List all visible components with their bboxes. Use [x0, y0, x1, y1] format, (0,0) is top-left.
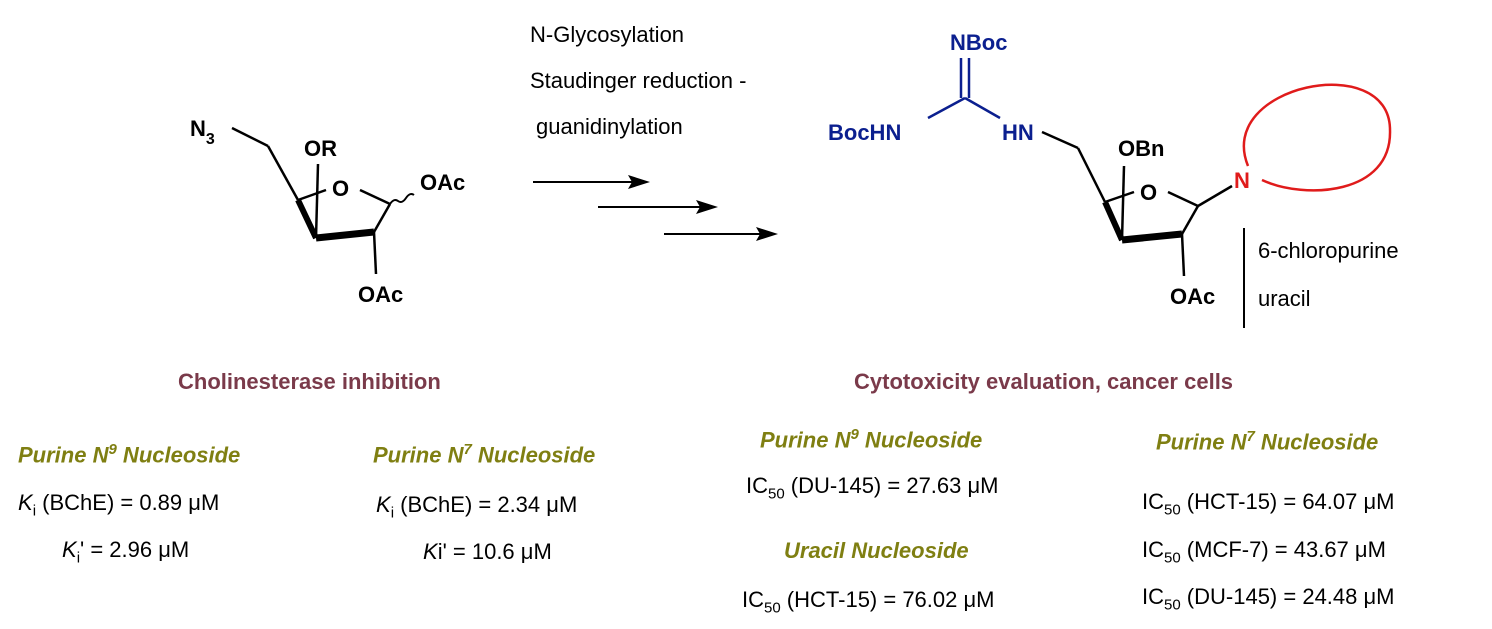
reaction-conditions: N-Glycosylation Staudinger reduction - g…	[530, 22, 778, 241]
bond	[297, 188, 327, 202]
wavy-bond	[389, 193, 415, 205]
product-structure: NBoc BocHN HN O OBn OAc N 6-chloropurine…	[828, 30, 1399, 328]
bond	[1104, 190, 1135, 204]
base-option: uracil	[1258, 286, 1311, 311]
ki-prime-value: Ki' = 10.6 μM	[423, 539, 552, 564]
bond	[1120, 165, 1126, 241]
bond	[1076, 147, 1107, 203]
bond	[266, 145, 300, 201]
ki-value: Ki (BChE) = 0.89 μM	[18, 490, 220, 520]
uracil-nucleoside-title: Uracil Nucleoside	[784, 538, 969, 563]
condition-line-3: guanidinylation	[536, 114, 683, 139]
bond	[1121, 230, 1183, 244]
ic50-value: IC50 (HCT-15) = 64.07 μM	[1142, 489, 1395, 519]
ic50-value: IC50 (DU-145) = 27.63 μM	[746, 473, 999, 503]
ic50-value: IC50 (DU-145) = 24.48 μM	[1142, 584, 1395, 614]
oac-anomeric-label: OAc	[420, 170, 465, 195]
condition-line-2: Staudinger reduction -	[530, 68, 746, 93]
reactant-structure: N3 O OR OAc OAc	[190, 116, 465, 307]
bond	[372, 231, 378, 275]
bond	[315, 228, 375, 242]
ring-oxygen: O	[332, 176, 349, 201]
n9-nucleoside-title: Purine N9 Nucleoside	[18, 441, 241, 468]
bochn-label: BocHN	[828, 120, 901, 145]
cholinesterase-heading: Cholinesterase inhibition	[178, 369, 441, 394]
obn-label: OBn	[1118, 136, 1164, 161]
bond	[1167, 190, 1199, 208]
nucleobase-n-label: N	[1234, 168, 1250, 193]
oac-label: OAc	[1170, 284, 1215, 309]
bond	[927, 96, 966, 120]
ring-oxygen: O	[1140, 180, 1157, 205]
arrow	[598, 200, 718, 214]
bond	[372, 203, 392, 233]
n9-nucleoside-title: Purine N9 Nucleoside	[760, 426, 983, 453]
n7-nucleoside-title: Purine N7 Nucleoside	[373, 441, 596, 468]
nucleobase-ring	[1242, 83, 1392, 192]
bond	[1180, 205, 1200, 235]
ki-prime-value: Ki' = 2.96 μM	[62, 537, 190, 567]
oac-bottom-label: OAc	[358, 282, 403, 307]
ic50-value: IC50 (HCT-15) = 76.02 μM	[742, 587, 995, 617]
cytotoxicity-heading: Cytotoxicity evaluation, cancer cells	[854, 369, 1234, 394]
bond	[964, 96, 1001, 120]
ki-value: Ki (BChE) = 2.34 μM	[376, 492, 578, 522]
base-option: 6-chloropurine	[1258, 238, 1399, 263]
azide-label: N3	[190, 116, 215, 148]
bond	[295, 198, 319, 240]
condition-line-1: N-Glycosylation	[530, 22, 684, 47]
bond	[1102, 200, 1125, 242]
ic50-value: IC50 (MCF-7) = 43.67 μM	[1142, 537, 1386, 567]
hn-label: HN	[1002, 120, 1034, 145]
bond	[359, 188, 391, 206]
bond	[314, 163, 320, 239]
arrow	[664, 227, 778, 241]
or-label: OR	[304, 136, 337, 161]
bond	[231, 126, 269, 148]
bond	[1197, 184, 1233, 208]
arrow	[533, 175, 650, 189]
n7-nucleoside-title: Purine N7 Nucleoside	[1156, 428, 1379, 455]
bond	[1041, 130, 1079, 150]
bond	[1180, 233, 1186, 277]
nboc-label: NBoc	[950, 30, 1007, 55]
